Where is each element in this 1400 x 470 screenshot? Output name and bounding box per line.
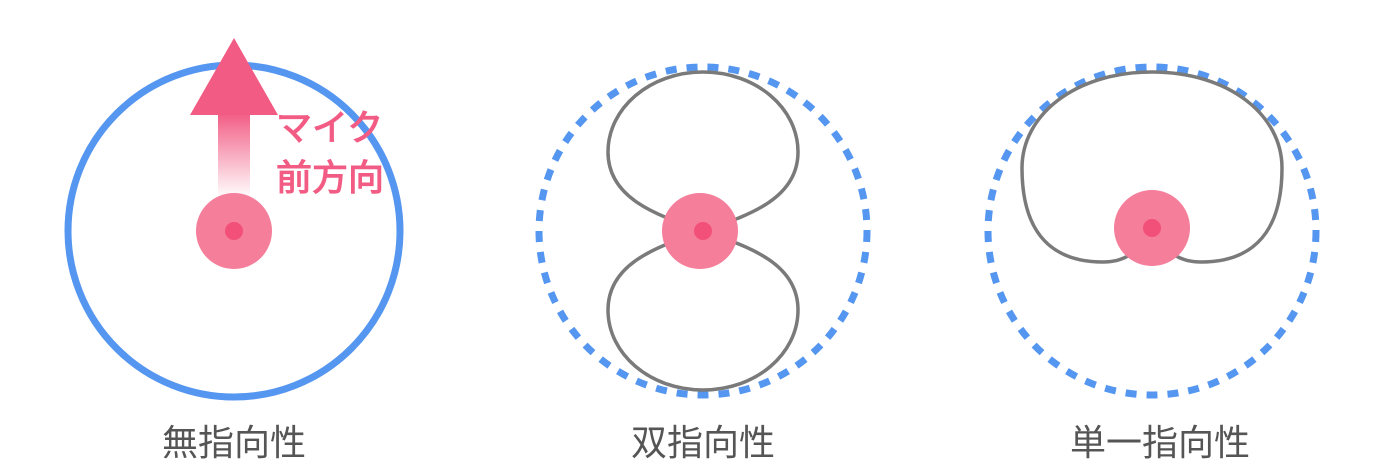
omnidirectional-panel: マイク 前方向 無指向性 [64,38,404,464]
cardioid-panel: 単一指向性 [984,63,1320,464]
bidirectional-panel: 双指向性 [535,63,871,464]
bidirectional-rear-lobe [606,229,800,392]
microphone-center [225,222,243,240]
mic-front-arrow [190,38,278,198]
arrow-label-line1: マイク [276,108,383,149]
microphone-center [694,222,712,240]
pattern-caption: 単一指向性 [1070,423,1250,464]
cardioid-reference-circle [984,63,1320,399]
cardioid-pickup-pattern [1020,70,1284,264]
pattern-caption: 双指向性 [631,423,775,464]
microphone-center [1143,219,1161,237]
bidirectional-front-lobe [606,70,800,233]
arrow-shaft [218,113,250,198]
arrow-label-line2: 前方向 [276,158,384,199]
arrow-head [190,38,278,115]
pattern-caption: 無指向性 [162,423,306,464]
bidirectional-reference-circle [535,63,871,399]
